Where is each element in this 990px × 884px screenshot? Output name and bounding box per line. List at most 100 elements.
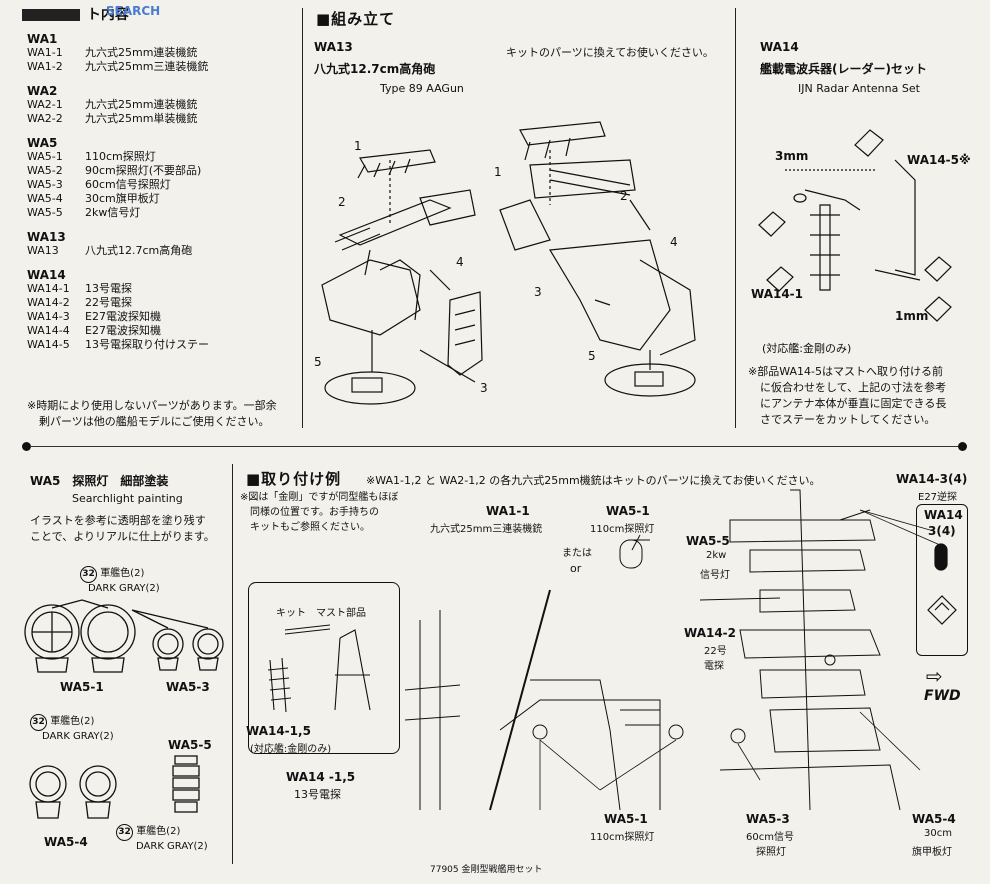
- fwd-label: FWD: [924, 688, 961, 704]
- separator-dot-right: [958, 442, 967, 451]
- part-desc: 九六式25mm連装機銃: [85, 98, 198, 111]
- radar-drawing: 3mm 1mm WA14-5※ WA14-1: [751, 129, 971, 323]
- callout-wa5-5-b: 信号灯: [700, 570, 730, 581]
- left-num-4: 4: [456, 255, 464, 269]
- callout-or-jp: または: [562, 548, 592, 559]
- part-code: WA5-4: [27, 192, 63, 205]
- callout-wa14-2-a: 22号: [704, 646, 727, 657]
- callout-wa1-1-jp: 九六式25mm三連装機銃: [430, 524, 543, 535]
- left-num-3: 3: [480, 381, 488, 395]
- inset-kit-label: キット: [276, 608, 306, 619]
- parts-list-header: ト内容: [22, 4, 129, 24]
- mounting-header-note: ※WA1-1,2 と WA2-1,2 の各九六式25mm機銃はキットのパーツに換…: [366, 474, 821, 487]
- aa-gun-drawing-left: 1 2 3 4 5: [314, 139, 488, 405]
- mounting-sub-note-1: ※図は「金剛」ですが同型艦もほぼ: [240, 492, 399, 503]
- searchlight-title: WA5 探照灯 細部塗装: [30, 474, 169, 488]
- searchlight-desc: イラストを参考に透明部を塗り残す ことで、よりリアルに仕上がります。: [30, 513, 215, 545]
- callout-wa5-5: WA5-5: [686, 534, 730, 548]
- fwd-arrow-icon: ⇨: [926, 664, 943, 688]
- callout-wa1-1: WA1-1: [486, 504, 530, 518]
- wa14-detail-box: [916, 504, 968, 656]
- ship-drawing: [404, 489, 941, 811]
- searchlight-label-d: WA5-4: [44, 835, 88, 849]
- part-code: WA14-2: [27, 296, 70, 309]
- part-desc: 2kw信号灯: [85, 206, 141, 219]
- right-num-1: 1: [494, 165, 502, 179]
- divider-vertical-3: [232, 464, 233, 864]
- callout-or: or: [570, 562, 582, 575]
- note-line-1: ※時期により使用しないパーツがあります。一部余: [27, 399, 277, 412]
- callout-wa5-4-a: 30cm: [924, 828, 952, 839]
- paint-2-jp: 軍艦色(2): [50, 716, 95, 727]
- parts-row: WA14-3 E27電波探知機: [27, 310, 297, 324]
- searchlight-desc-2: ことで、よりリアルに仕上がります。: [30, 530, 215, 543]
- wa13-en: Type 89 AAGun: [380, 82, 464, 95]
- radar-jp: 艦載電波兵器(レーダー)セット: [760, 62, 927, 76]
- part-desc: E27電波探知機: [85, 310, 161, 323]
- paint-1-en: DARK GRAY(2): [88, 583, 160, 594]
- part-code: WA13: [27, 244, 59, 257]
- searchlight-drawing-bottom: [29, 755, 200, 819]
- mounting-sub-note-2: 同様の位置です。お手持ちの: [250, 507, 379, 518]
- searchlight-label-a: WA5-1: [60, 680, 104, 694]
- wa13-title: WA13: [314, 40, 353, 54]
- divider-vertical-2: [735, 8, 736, 428]
- callout-wa5-4-b: 旗甲板灯: [912, 847, 952, 858]
- left-num-2: 2: [338, 195, 346, 209]
- part-desc: 13号電探取り付けステー: [85, 338, 209, 351]
- callout-wa5-4: WA5-4: [912, 812, 956, 826]
- part-desc: 110cm探照灯: [85, 150, 156, 163]
- radar-note-line: にアンテナ本体が垂直に固定できる長: [760, 397, 947, 410]
- left-num-1: 1: [354, 139, 362, 153]
- parts-list-note: ※時期により使用しないパーツがあります。一部余 剰パーツは他の艦船モデルにご使用…: [27, 398, 307, 430]
- parts-group-title: WA2: [27, 84, 58, 98]
- footer-label: 77905 金剛型戦艦用セット: [430, 865, 543, 875]
- part-desc: 60cm信号探照灯: [85, 178, 171, 191]
- part-desc: 90cm探照灯(不要部品): [85, 164, 202, 177]
- parts-row: WA5-4 30cm旗甲板灯: [27, 192, 297, 206]
- callout-wa5-5-a: 2kw: [706, 550, 727, 561]
- part-desc: 30cm旗甲板灯: [85, 192, 160, 205]
- part-desc: 八九式12.7cm高角砲: [85, 244, 193, 257]
- searchlight-label-b: WA5-3: [166, 680, 210, 694]
- parts-row: WA5-5 2kw信号灯: [27, 206, 297, 220]
- radar-note-line: ※部品WA14-5はマストへ取り付ける前: [748, 365, 943, 378]
- callout-wa5-1-top: WA5-1: [606, 504, 650, 518]
- note-line-2: 剰パーツは他の艦船モデルにご使用ください。: [39, 415, 270, 428]
- radar-note-line: さでステーをカットしてください。: [760, 413, 936, 426]
- parts-group-title: WA5: [27, 136, 58, 150]
- part-desc: E27電波探知機: [85, 324, 161, 337]
- part-code: WA14-1: [27, 282, 70, 295]
- wa14-box-title: WA14: [924, 508, 963, 522]
- paint-1-jp: 軍艦色(2): [100, 568, 145, 579]
- right-num-4: 4: [670, 235, 678, 249]
- paint-callout-1: 32 軍艦色(2) DARK GRAY(2): [80, 564, 160, 594]
- part-code: WA14-3: [27, 310, 70, 323]
- callout-wa14-2-b: 電探: [704, 661, 724, 672]
- paint-number-badge: 32: [80, 566, 97, 583]
- searchlight-drawing-top: [24, 599, 224, 673]
- paint-number-badge: 32: [30, 714, 47, 731]
- callout-wa14-3: WA14-3(4): [896, 472, 968, 486]
- radar-title: WA14: [760, 40, 799, 54]
- radar-note-line: に仮合わせをして、上記の寸法を参考: [760, 381, 947, 394]
- callout-wa5-1-bottom: WA5-1: [604, 812, 648, 826]
- paint-callout-2: 32 軍艦色(2) DARK GRAY(2): [30, 712, 114, 742]
- mounting-sub-note-3: キットもご参照ください。: [250, 522, 370, 533]
- paint-2-en: DARK GRAY(2): [42, 731, 114, 742]
- callout-wa14-2: WA14-2: [684, 626, 737, 640]
- inset-part-label: WA14-1,5: [246, 724, 311, 738]
- radar-note: ※部品WA14-5はマストへ取り付ける前に仮合わせをして、上記の寸法を参考にアン…: [748, 364, 980, 428]
- callout-wa14-3-jp: E27逆探: [918, 492, 958, 503]
- callout-wa14-15: WA14 -1,5: [286, 770, 356, 784]
- part-code: WA5-5: [27, 206, 63, 219]
- searchlight-en: Searchlight painting: [72, 492, 183, 505]
- paint-callout-3: 32 軍艦色(2) DARK GRAY(2): [116, 822, 208, 852]
- right-num-2: 2: [620, 189, 628, 203]
- radar-part-b: WA14-1: [751, 287, 803, 301]
- radar-dim-top: 3mm: [775, 149, 808, 163]
